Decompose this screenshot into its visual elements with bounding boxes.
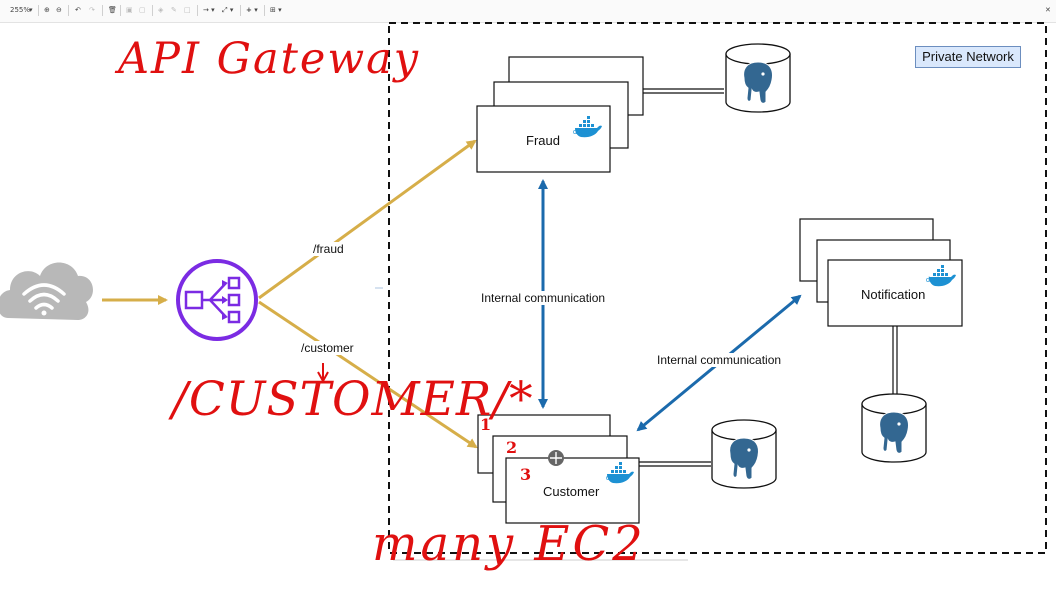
- internal-communication-label: Internal communication: [481, 291, 606, 305]
- zoom-level[interactable]: 255%: [10, 6, 31, 14]
- toolbar-divider: [38, 5, 39, 16]
- move-handle-icon[interactable]: [548, 450, 564, 466]
- postgresql-database-icon[interactable]: [861, 393, 927, 463]
- zoom-out-icon[interactable]: ⊖: [56, 6, 62, 14]
- customer-route-arrow[interactable]: [258, 300, 478, 449]
- waypoints-icon[interactable]: ⤢ ▾: [222, 6, 234, 14]
- cloud-wifi-icon[interactable]: [0, 262, 93, 321]
- handwritten-arrow: [317, 363, 329, 384]
- fill-color-icon[interactable]: ◈: [158, 6, 164, 14]
- chevron-down-icon[interactable]: ▾: [29, 6, 33, 14]
- toolbar-divider: [240, 5, 241, 16]
- line-color-icon[interactable]: ✎: [171, 6, 177, 14]
- connection-icon[interactable]: → ▾: [203, 6, 215, 14]
- docker-label: docker: [926, 277, 948, 284]
- customer-route-label: /customer: [301, 341, 354, 355]
- many-ec2-annotation: many EC2: [372, 516, 646, 572]
- shadow-icon[interactable]: □: [184, 6, 191, 14]
- notification-service-label: Notification: [861, 287, 926, 302]
- notification-service-stack[interactable]: [799, 218, 963, 327]
- customer-service-stack[interactable]: [477, 414, 640, 524]
- fraud-service-stack[interactable]: [476, 56, 644, 173]
- docker-label: docker: [573, 129, 595, 136]
- load-balancer-icon[interactable]: [176, 259, 258, 341]
- fraud-route-arrow[interactable]: [258, 139, 477, 300]
- close-icon[interactable]: ✕: [1045, 6, 1051, 14]
- trash-icon[interactable]: 🗑: [108, 6, 117, 14]
- toolbar-divider: [102, 5, 103, 16]
- toolbar-divider: [264, 5, 265, 16]
- api-gateway-annotation: API Gateway: [118, 34, 421, 84]
- to-front-icon[interactable]: ▣: [126, 6, 133, 14]
- instance-number-3: 3: [520, 465, 532, 484]
- zoom-in-icon[interactable]: ⊕: [44, 6, 50, 14]
- docker-label: docker: [606, 475, 628, 482]
- redo-icon[interactable]: ↷: [89, 6, 95, 14]
- postgresql-database-icon[interactable]: [711, 419, 777, 489]
- insert-icon[interactable]: + ▾: [246, 6, 258, 14]
- customer-service-label: Customer: [543, 484, 600, 499]
- internal-communication-label: Internal communication: [657, 353, 782, 367]
- postgresql-database-icon[interactable]: [725, 43, 791, 113]
- customer-path-annotation: /CUSTOMER/*: [172, 372, 534, 427]
- undo-icon[interactable]: ↶: [75, 6, 81, 14]
- fraud-route-label: /fraud: [313, 242, 344, 256]
- private-network-label[interactable]: Private Network: [915, 46, 1021, 68]
- toolbar-divider: [68, 5, 69, 16]
- fraud-service-label: Fraud: [526, 133, 560, 148]
- toolbar-divider: [152, 5, 153, 16]
- instance-number-2: 2: [506, 438, 518, 457]
- toolbar-divider: [197, 5, 198, 16]
- table-icon[interactable]: ⊞ ▾: [270, 6, 282, 14]
- private-network-boundary[interactable]: [388, 22, 1047, 554]
- toolbar-divider: [120, 5, 121, 16]
- to-back-icon[interactable]: ▢: [139, 6, 146, 14]
- instance-number-1: 1: [480, 415, 492, 434]
